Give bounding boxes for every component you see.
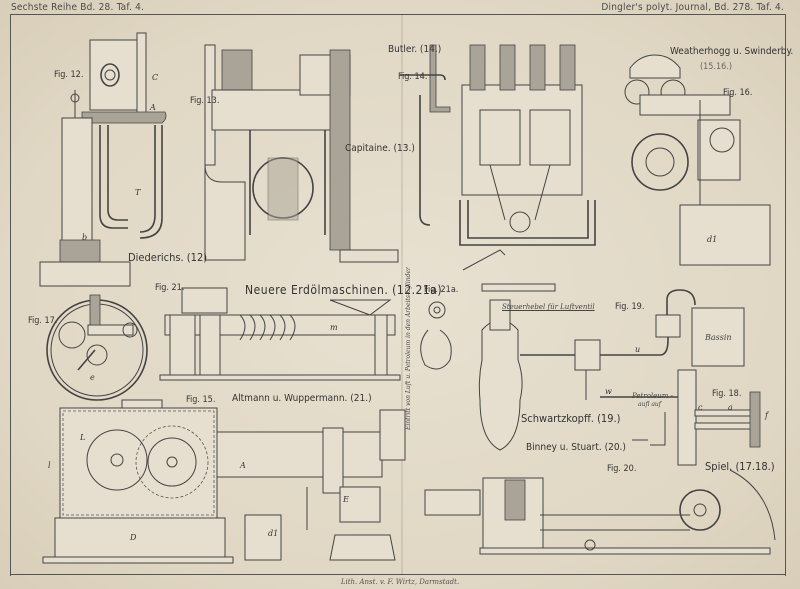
drawing-fig21a [420, 249, 556, 370]
page-fold [401, 14, 403, 575]
fig14-label: Fig. 14. [398, 72, 428, 82]
letter-A: A [149, 103, 156, 112]
maker-spiel: Spiel. (17.18.) [705, 460, 775, 473]
drawing-fig14-butler [400, 44, 596, 246]
fig21a-label: Fig. 21a. [424, 285, 459, 295]
header-series-label: Sechste Reihe Bd. 28. Taf. 4. [11, 2, 145, 13]
fig16-label: Fig. 16. [723, 88, 753, 98]
letter-m: m [330, 323, 338, 332]
plate-frame [10, 14, 786, 576]
letter-D: D [129, 533, 137, 542]
drawing-fig21-altmann [159, 287, 401, 381]
letter-d1-fig16: d1 [707, 235, 717, 244]
drawing-fig15 [42, 399, 406, 564]
annotation-steuerhebel: Steuerhebel für Luftventil [502, 303, 595, 311]
maker-schwartzkopff: Schwartzkopff. (19.) [521, 412, 621, 425]
maker-capitaine: Capitaine. (13.) [345, 143, 415, 154]
drawing-fig19-schwartzkopff [478, 289, 745, 451]
fig15-label: Fig. 15. [186, 395, 216, 405]
letter-l: l [48, 461, 51, 470]
letter-L: L [79, 433, 85, 442]
letter-C: C [152, 73, 158, 82]
fig21-label: Fig. 21. [155, 283, 185, 293]
drawing-fig17-wheel [46, 294, 148, 401]
fig13-label: Fig. 13. [190, 96, 220, 106]
lithographer-imprint: Lith. Anst. v. F. Wirtz, Darmstadt. [340, 578, 460, 586]
letter-c: c [698, 403, 703, 412]
drawing-fig13-capitaine [204, 44, 399, 263]
letter-a: a [728, 403, 733, 412]
annotation-eintritt: Eintritt von Luft u. Petroleum in den Ar… [405, 267, 412, 430]
maker-weatherhogg: Weatherhogg u. Swinderby. [670, 46, 794, 57]
header-journal-label: Dingler's polyt. Journal, Bd. 278. Taf. … [601, 2, 784, 13]
maker-weatherhogg-ref: (15.16.) [700, 62, 733, 72]
plate-frame-bottom [10, 574, 786, 575]
letter-u: u [635, 345, 640, 354]
letter-d1: d1 [268, 529, 278, 538]
drawing-fig18 [632, 369, 761, 466]
maker-diederichs: Diederichs. (12) [128, 251, 208, 264]
letter-T: T [135, 188, 141, 197]
fig19-label: Fig. 19. [615, 302, 645, 312]
letter-A-fig15: A [239, 461, 246, 470]
maker-butler: Butler. (14.) [388, 44, 442, 55]
maker-altmann: Altmann u. Wuppermann. (21.) [232, 393, 372, 404]
drawing-fig16-weatherhogg [624, 54, 771, 266]
letter-E: E [342, 495, 349, 504]
fig12-label: Fig. 12. [54, 70, 84, 80]
letter-w: w [605, 387, 612, 396]
maker-binney: Binney u. Stuart. (20.) [526, 442, 626, 453]
letter-e: e [90, 373, 95, 382]
fig17-label: Fig. 17. [28, 316, 58, 326]
drawing-fig20-binney [424, 469, 776, 555]
annotation-bassin: Bassin [705, 333, 732, 342]
fig20-label: Fig. 20. [607, 464, 637, 474]
annotation-petroleum-2: aufl auf [638, 401, 662, 408]
fig18-label: Fig. 18. [712, 389, 742, 399]
annotation-petroleum: Petroleum - [632, 392, 674, 400]
drawing-fig12-diederichs [39, 32, 167, 287]
letter-f: f [764, 411, 770, 420]
letter-b: b [82, 233, 87, 242]
plate-title: Neuere Erdölmaschinen. (12.21a) [245, 283, 443, 297]
